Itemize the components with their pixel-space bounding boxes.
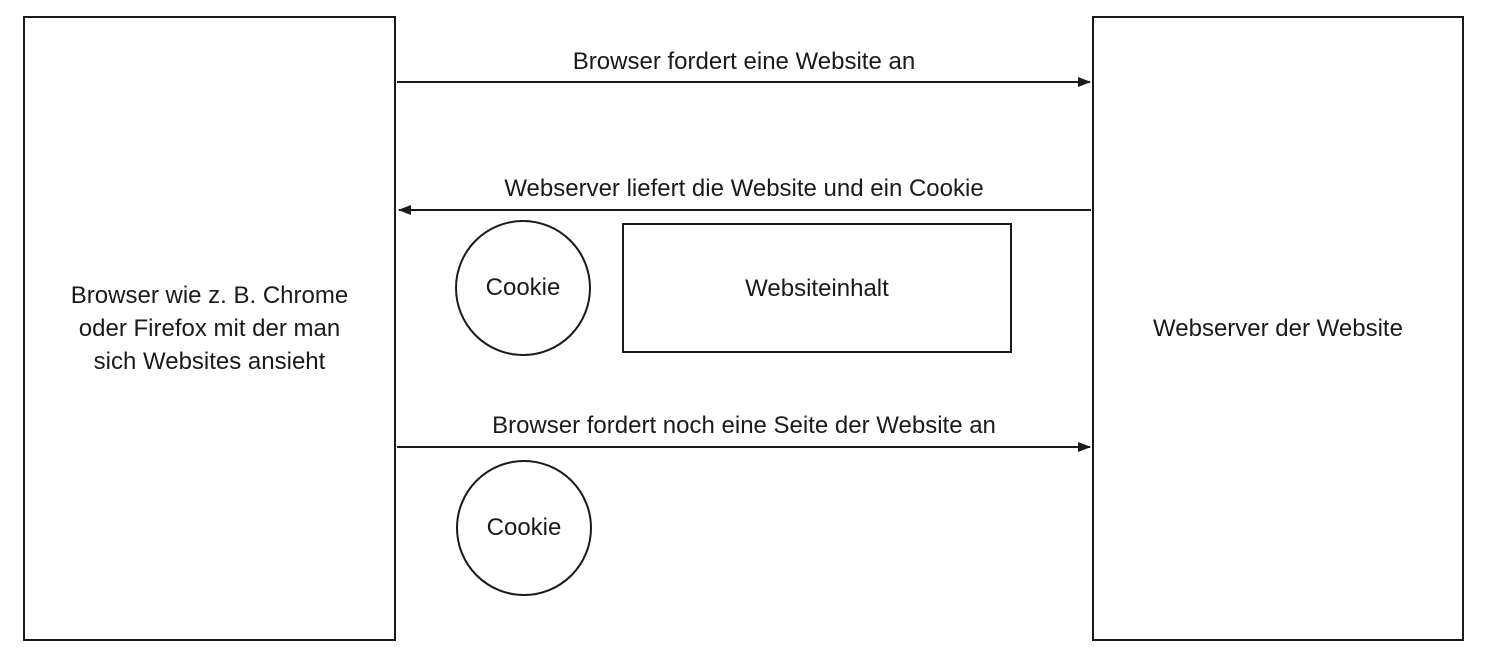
browser-node-label: Browser wie z. B. Chrome oder Firefox mi… <box>70 282 349 375</box>
cookie-circle-second-label: Cookie <box>486 514 562 541</box>
arrow-label-request-second: Browser fordert noch eine Seite der Webs… <box>492 412 996 439</box>
cookie-circle-first: Cookie <box>455 220 591 356</box>
arrow-label-response: Webserver liefert die Website und ein Co… <box>504 175 984 202</box>
webserver-node: Webserver der Website <box>1092 16 1464 641</box>
webserver-node-label: Webserver der Website <box>1153 315 1403 342</box>
arrow-label-request-first: Browser fordert eine Website an <box>572 48 916 75</box>
cookie-circle-first-label: Cookie <box>485 274 561 301</box>
website-content-node-label: Websiteinhalt <box>745 274 889 302</box>
browser-node: Browser wie z. B. Chrome oder Firefox mi… <box>23 16 396 641</box>
website-content-node: Websiteinhalt <box>622 223 1012 353</box>
cookie-circle-second: Cookie <box>456 460 592 596</box>
